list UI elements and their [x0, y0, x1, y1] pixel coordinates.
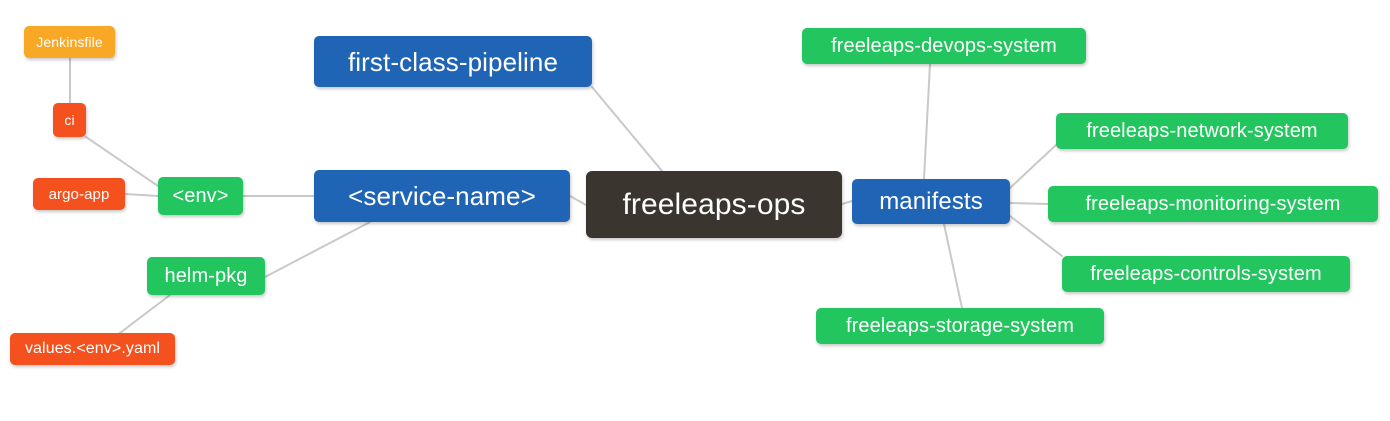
edge-manifests-to-freeleaps-network-system	[1009, 144, 1057, 189]
node-freeleaps-storage-system[interactable]: freeleaps-storage-system	[816, 308, 1104, 344]
node-service-name[interactable]: <service-name>	[314, 170, 570, 222]
node-freeleaps-devops-system[interactable]: freeleaps-devops-system	[802, 28, 1086, 64]
node-values-env-yaml[interactable]: values.<env>.yaml	[10, 333, 175, 365]
node-freeleaps-controls-system[interactable]: freeleaps-controls-system	[1062, 256, 1350, 292]
edge-helm-pkg-to-values-env-yaml	[119, 294, 171, 334]
edge-manifests-to-freeleaps-monitoring-system	[1009, 202, 1049, 205]
edge-freeleaps-ops-to-service-name	[569, 195, 587, 206]
node-ci[interactable]: ci	[53, 103, 86, 137]
edge-manifests-to-freeleaps-storage-system	[943, 223, 963, 309]
edge-freeleaps-ops-to-manifests	[841, 200, 853, 205]
node-freeleaps-ops[interactable]: freeleaps-ops	[586, 171, 842, 238]
node-freeleaps-monitoring-system[interactable]: freeleaps-monitoring-system	[1048, 186, 1378, 222]
edge-freeleaps-ops-to-first-class-pipeline	[591, 86, 663, 172]
edge-service-name-to-helm-pkg	[264, 221, 371, 278]
node-manifests[interactable]: manifests	[852, 179, 1010, 224]
node-first-class-pipeline[interactable]: first-class-pipeline	[314, 36, 592, 87]
node-env[interactable]: <env>	[158, 177, 243, 215]
edge-env-to-argo-app	[124, 193, 159, 197]
node-helm-pkg[interactable]: helm-pkg	[147, 257, 265, 295]
edge-manifests-to-freeleaps-controls-system	[1009, 215, 1063, 257]
node-freeleaps-network-system[interactable]: freeleaps-network-system	[1056, 113, 1348, 149]
edge-manifests-to-freeleaps-devops-system	[923, 63, 931, 180]
node-jenkinsfile[interactable]: Jenkinsfile	[24, 26, 115, 58]
node-argo-app[interactable]: argo-app	[33, 178, 125, 210]
